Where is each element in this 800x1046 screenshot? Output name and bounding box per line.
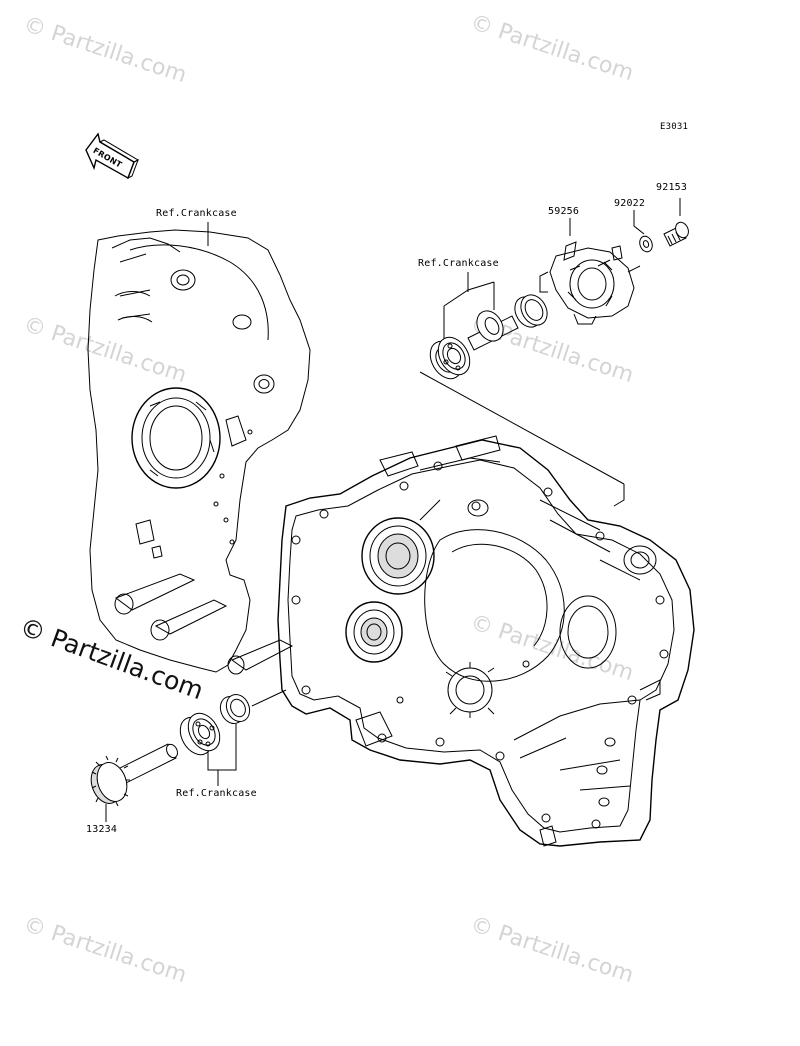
top-right-leader-frame — [419, 272, 625, 507]
label-part-92153: 92153 — [656, 182, 688, 193]
label-ref-crankcase-mid: Ref.Crankcase — [418, 258, 499, 269]
part-59256-housing — [539, 241, 641, 325]
leader-ref-crankcase-bottom — [207, 752, 218, 771]
bearing-top — [429, 336, 471, 380]
front-arrow-icon — [85, 132, 140, 180]
label-part-92022: 92022 — [614, 198, 646, 209]
leader-92022 — [633, 210, 645, 235]
label-part-59256: 59256 — [548, 206, 580, 217]
oil-seal-top — [514, 294, 548, 328]
part-92022-washer — [639, 235, 653, 253]
part-92153-bolt — [663, 221, 689, 247]
seal-collar — [467, 310, 519, 351]
label-ref-crankcase-bottom: Ref.Crankcase — [176, 788, 257, 799]
diagram-code: E3031 — [660, 122, 689, 132]
left-crankcase-half — [87, 229, 311, 675]
bearing-bottom — [179, 712, 221, 756]
part-13234-shaft-gear — [90, 743, 179, 808]
label-part-13234: 13234 — [86, 824, 118, 835]
leader-seal-to-case — [251, 689, 287, 707]
leader-ref-crankcase-bottom-2 — [217, 724, 237, 786]
oil-seal-bottom — [219, 693, 251, 725]
leader-housing-link — [597, 259, 611, 267]
right-crankcase-half — [277, 435, 695, 847]
label-ref-crankcase-top: Ref.Crankcase — [156, 208, 237, 219]
